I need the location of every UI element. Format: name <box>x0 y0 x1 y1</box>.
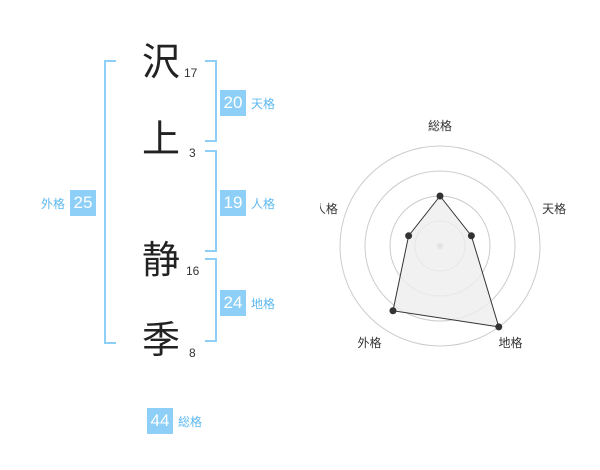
gaikaku-value: 25 <box>70 190 97 216</box>
gaikaku-bracket <box>104 60 116 344</box>
chikaku-bracket <box>205 258 217 342</box>
radar-point-4 <box>389 307 397 315</box>
chikaku-label: 地格 <box>251 296 276 311</box>
radar-axis-label-5: 人格 <box>320 201 338 216</box>
gaikaku-badge: 外格 25 <box>41 190 97 216</box>
radar-point-5 <box>405 232 413 240</box>
tenkaku-label: 天格 <box>251 96 276 111</box>
jinkaku-bracket <box>205 150 217 252</box>
radar-axis-label-3: 地格 <box>499 335 523 350</box>
tenkaku-bracket <box>205 60 217 142</box>
chikaku-value: 24 <box>220 290 246 316</box>
tenkaku-value: 20 <box>220 90 246 116</box>
stroke-count-1: 17 <box>184 66 198 80</box>
stroke-count-2: 3 <box>189 146 196 160</box>
chikaku-badge: 24 地格 <box>220 290 275 316</box>
radar-point-2 <box>467 232 475 240</box>
radar-axis-label-2: 天格 <box>542 201 566 216</box>
gaikaku-label: 外格 <box>41 196 66 211</box>
soukaku-value: 44 <box>147 408 173 434</box>
stroke-count-3: 16 <box>186 264 200 278</box>
jinkaku-label: 人格 <box>251 196 276 211</box>
soukaku-label: 総格 <box>178 414 203 429</box>
name-char-4: 季 <box>142 318 181 362</box>
jinkaku-value: 19 <box>220 190 246 216</box>
tenkaku-badge: 20 天格 <box>220 90 275 116</box>
stroke-count-4: 8 <box>189 346 196 360</box>
radar-grid-ring-3 <box>364 170 516 322</box>
radar-shape <box>392 195 500 328</box>
name-char-1: 沢 <box>142 40 181 84</box>
name-char-3: 静 <box>142 238 181 282</box>
name-char-2: 上 <box>142 117 181 161</box>
radar-point-3 <box>495 323 503 331</box>
radar-grid-ring-4 <box>339 145 541 347</box>
soukaku-badge: 44 総格 <box>147 408 202 434</box>
jinkaku-badge: 19 人格 <box>220 190 275 216</box>
radar-axis-label-4: 外格 <box>357 335 381 350</box>
radar-point-1 <box>436 192 444 200</box>
radar-axis-label-1: 総格 <box>428 118 452 133</box>
